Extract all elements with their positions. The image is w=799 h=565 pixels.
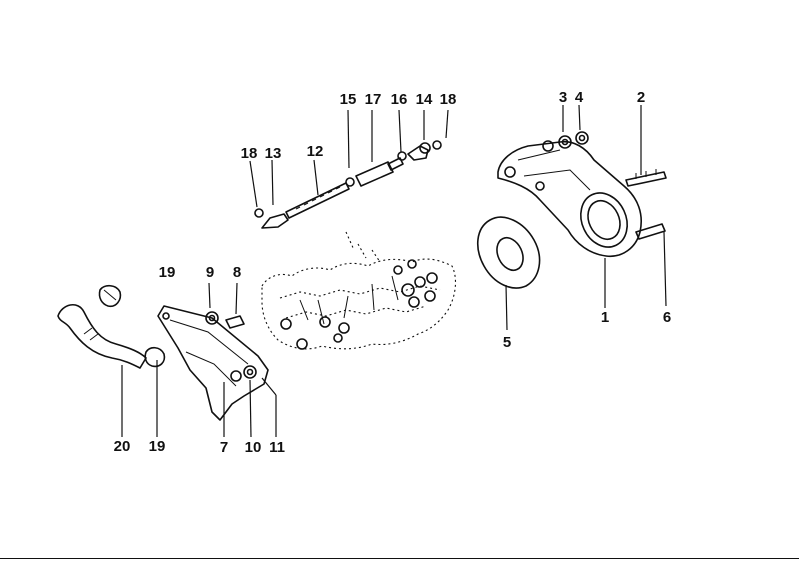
nut-16 xyxy=(397,151,407,161)
callout-11: 11 xyxy=(269,439,285,456)
bracket-assembly xyxy=(157,305,269,421)
bolt-2 xyxy=(625,171,667,187)
callout-1: 1 xyxy=(601,309,609,326)
leader-13 xyxy=(271,159,274,206)
clip-18-right xyxy=(432,140,442,150)
callout-9: 9 xyxy=(206,264,214,281)
linkage-rod-assembly xyxy=(254,140,442,229)
nut-15 xyxy=(345,177,355,187)
clamp-19-top xyxy=(98,284,122,308)
callout-2: 2 xyxy=(637,89,645,106)
rod-end-13 xyxy=(261,213,289,229)
leader-9 xyxy=(208,282,211,309)
callout-7: 7 xyxy=(220,439,228,456)
callout-17: 17 xyxy=(365,91,382,108)
callout-15: 15 xyxy=(340,91,357,108)
washer-7 xyxy=(230,370,242,382)
bracket xyxy=(157,305,269,421)
leader-6 xyxy=(663,231,667,307)
leader-4 xyxy=(578,104,581,131)
leader-16 xyxy=(398,109,402,153)
washer-10 xyxy=(243,365,257,379)
engine-block-outline xyxy=(261,231,457,350)
washer-3 xyxy=(558,135,572,149)
clip-18-left xyxy=(254,208,264,218)
callout-6: 6 xyxy=(663,309,671,326)
hose-20 xyxy=(57,304,147,369)
washer-4 xyxy=(575,131,589,145)
flange-housing-assembly xyxy=(497,131,667,257)
leader-5 xyxy=(505,284,508,331)
callout-10: 10 xyxy=(245,439,262,456)
callout-labels: 15 17 16 14 18 18 13 12 3 4 2 1 6 5 19 9… xyxy=(114,89,672,456)
callout-16: 16 xyxy=(391,91,408,108)
callout-8: 8 xyxy=(233,264,241,281)
callout-4: 4 xyxy=(575,89,584,106)
callout-3: 3 xyxy=(559,89,567,106)
hose-assembly xyxy=(57,284,166,369)
callout-14: 14 xyxy=(416,91,433,108)
leader-10 xyxy=(249,379,252,438)
leader-12 xyxy=(313,159,319,196)
callout-18-left: 18 xyxy=(241,145,258,162)
leader-15 xyxy=(347,109,350,169)
callout-19-bottom: 19 xyxy=(149,438,166,455)
gasket-5 xyxy=(477,216,541,289)
callout-18-top: 18 xyxy=(440,91,457,108)
leader-lines xyxy=(121,104,667,438)
sleeve-17 xyxy=(355,161,394,187)
callout-20: 20 xyxy=(114,438,131,455)
leader-18-left xyxy=(249,160,258,208)
nut-9 xyxy=(205,311,219,325)
leader-18-top xyxy=(445,109,449,139)
callout-12: 12 xyxy=(307,143,324,160)
callout-5: 5 xyxy=(503,334,511,351)
ball-joint-14 xyxy=(407,145,429,161)
bolt-6 xyxy=(635,223,666,240)
callout-19-top: 19 xyxy=(159,264,176,281)
housing-1 xyxy=(497,140,642,257)
clamp-19-bottom xyxy=(144,346,166,368)
threaded-rod-12 xyxy=(285,182,350,219)
bolt-8 xyxy=(225,315,245,329)
leader-8 xyxy=(235,282,238,315)
callout-13: 13 xyxy=(265,145,282,162)
